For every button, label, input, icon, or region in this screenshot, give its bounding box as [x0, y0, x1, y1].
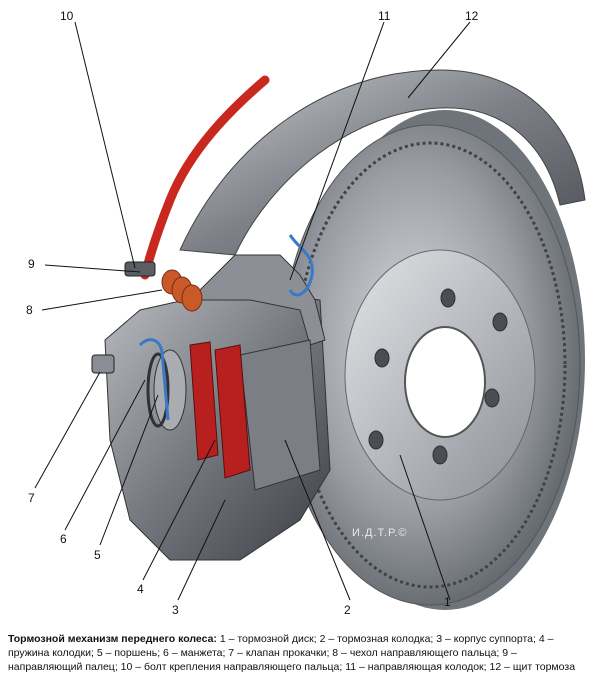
callout-labels: 10 11 12 9 8 7 6 5 4 3 2 1: [26, 9, 479, 617]
leader-line: [399, 454, 451, 601]
bolt-hole: [492, 312, 508, 332]
callout-9: 9: [28, 257, 35, 271]
brake-pad-backing: [239, 339, 321, 491]
leader-line: [41, 289, 163, 311]
bleed-valve: [91, 354, 115, 374]
callout-3: 3: [172, 603, 179, 617]
callout-8: 8: [26, 303, 33, 317]
brake-shield: [179, 69, 586, 256]
brake-mechanism-illustration: 10 11 12 9 8 7 6 5 4 3 2 1: [26, 9, 586, 617]
leader-line: [289, 21, 385, 281]
callout-10: 10: [60, 9, 74, 23]
callout-12: 12: [465, 9, 479, 23]
leader-line: [64, 379, 146, 531]
caption-text: 1 – тормозной диск; 2 – тормозная колодк…: [8, 633, 576, 673]
disc-vent-ring: [293, 141, 567, 589]
bolt-hole: [368, 430, 384, 450]
leader-lines: [34, 21, 471, 601]
disc-bolt-holes: [368, 288, 508, 465]
pad-guide-clip: [288, 234, 314, 297]
leader-line: [44, 264, 141, 273]
figure-caption: Тормозной механизм переднего колеса: 1 –…: [8, 632, 594, 674]
watermark: И.Д.Т.Р.©: [352, 527, 408, 539]
callout-5: 5: [94, 548, 101, 562]
brake-pad-lining-inner: [189, 341, 219, 461]
piston-seal: [146, 352, 170, 428]
leader-line: [284, 439, 351, 601]
callout-11: 11: [378, 9, 391, 23]
brake-pad-lining: [214, 344, 251, 479]
boot-fold: [181, 284, 203, 312]
leader-line: [74, 21, 136, 269]
pad-spring: [138, 338, 170, 421]
caption-title: Тормозной механизм переднего колеса:: [8, 633, 217, 645]
brake-hose: [140, 75, 270, 280]
bolt-hole: [440, 288, 456, 308]
callout-2: 2: [344, 603, 351, 617]
disc-center-hole: [404, 326, 486, 438]
leader-line: [177, 499, 226, 601]
leader-line: [99, 394, 159, 546]
bolt-hole: [432, 445, 448, 465]
guide-pin: [124, 261, 156, 277]
callout-6: 6: [60, 532, 67, 546]
guide-pin-boot: [161, 269, 203, 312]
bolt-hole: [374, 348, 390, 368]
callout-4: 4: [137, 582, 144, 596]
callout-7: 7: [28, 491, 35, 505]
leader-line: [34, 371, 101, 489]
piston: [153, 349, 187, 431]
bolt-hole: [484, 388, 500, 408]
callout-1: 1: [444, 595, 451, 609]
leader-line: [142, 439, 216, 581]
leader-line: [407, 21, 471, 99]
